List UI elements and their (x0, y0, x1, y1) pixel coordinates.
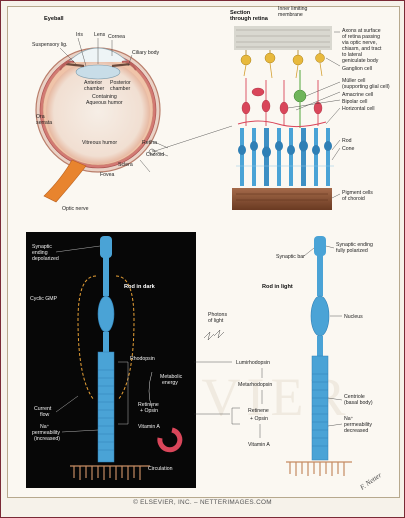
label-vitamin-a-light: Vitamin A (248, 442, 270, 448)
label-light-synaptic-2: fully polarized (336, 248, 368, 254)
bipolar-cells (238, 78, 326, 127)
optic-nerve-shape (44, 160, 86, 202)
copyright-notice: © ELSEVIER, INC. – NETTERIMAGES.COM (0, 499, 405, 506)
label-muller-cell-2: (supporting glial cell) (342, 84, 390, 90)
label-current-2: flow (40, 412, 49, 418)
label-synaptic-bar: Synaptic bar (276, 254, 305, 260)
label-circulation: Circulation (148, 466, 173, 472)
axon-layer (234, 26, 332, 50)
label-aqueous-2: Aqueous humor (86, 100, 123, 106)
label-nucleus: Nucleus (344, 314, 363, 320)
label-lens: Lens (94, 32, 106, 38)
artist-signature: F. Netter (358, 471, 384, 492)
label-iris: Iris (76, 32, 83, 38)
label-horizontal-cell: Horizontal cell (342, 106, 375, 112)
label-chamber-a: chamber (84, 86, 104, 92)
label-choroid: Choroid (146, 152, 164, 158)
label-rod-in-dark: Rod in dark (124, 284, 156, 290)
label-amacrine-cell: Amacrine cell (342, 92, 373, 98)
eyeball-title: Eyeball (44, 16, 64, 22)
light-outer-segment (312, 356, 328, 460)
label-metarhodopsin: Metarhodopsin (238, 382, 272, 388)
label-light-decreased: decreased (344, 428, 368, 434)
label-dark-increased: (increased) (34, 436, 60, 442)
lens-shape (76, 65, 120, 79)
eyeball-figure: Eyeball Suspensory lig. Iris Lens Cornea… (32, 16, 232, 212)
amacrine-muller (252, 70, 306, 128)
label-fovea: Fovea (100, 172, 115, 178)
label-rod: Rod (342, 138, 352, 144)
pigment-layer (232, 188, 332, 210)
retina-section-figure: Section through retina Inner limiting me… (230, 6, 390, 210)
label-dark-synaptic-3: depolarized (32, 256, 59, 262)
rods-and-cones (236, 128, 334, 186)
label-opsin-dark: + Opsin (140, 408, 158, 414)
label-retinene-light: Retinene (248, 408, 269, 414)
label-centriole-2: (basal body) (344, 400, 373, 406)
label-opsin-light: + Opsin (250, 416, 268, 422)
label-cone: Cone (342, 146, 355, 152)
label-cornea: Cornea (108, 34, 125, 40)
label-rod-in-light: Rod in light (262, 284, 293, 290)
label-sclera: Sclera (118, 162, 133, 168)
label-chamber-p: chamber (110, 86, 130, 92)
rod-in-light-figure: Synaptic bar Synaptic ending fully polar… (262, 236, 373, 476)
label-bipolar-cell: Bipolar cell (342, 99, 367, 105)
label-inner-limiting-2: membrane (278, 12, 303, 18)
label-ganglion-cell: Ganglion cell (342, 66, 372, 72)
label-photons-2: of light (208, 318, 224, 324)
label-vitamin-a-dark: Vitamin A (138, 424, 160, 430)
retina-title-2: through retina (230, 16, 269, 22)
label-serrata: serrata (36, 120, 52, 126)
dark-rod-nucleus (98, 296, 114, 332)
dark-outer-segment (98, 352, 114, 462)
label-axons-6: geniculate body (342, 58, 379, 64)
label-ciliary-body: Ciliary body (132, 50, 160, 56)
label-retina: Retina (142, 140, 157, 146)
label-pigment-cells-2: of choroid (342, 196, 365, 202)
label-suspensory-lig: Suspensory lig. (32, 42, 67, 48)
label-optic-nerve: Optic nerve (62, 206, 89, 212)
label-metabolic-2: energy (162, 380, 178, 386)
ganglion-cells (241, 50, 325, 78)
label-cgmp: Cyclic GMP (30, 296, 58, 302)
label-vitreous: Vitreous humor (82, 140, 117, 146)
rod-in-dark-panel: Synaptic ending depolarized Rod in dark … (26, 232, 196, 488)
label-rhodopsin: Rhodopsin (130, 356, 155, 362)
light-rod-nucleus (311, 296, 329, 336)
label-lumirhodopsin: Lumirhodopsin (236, 360, 270, 366)
